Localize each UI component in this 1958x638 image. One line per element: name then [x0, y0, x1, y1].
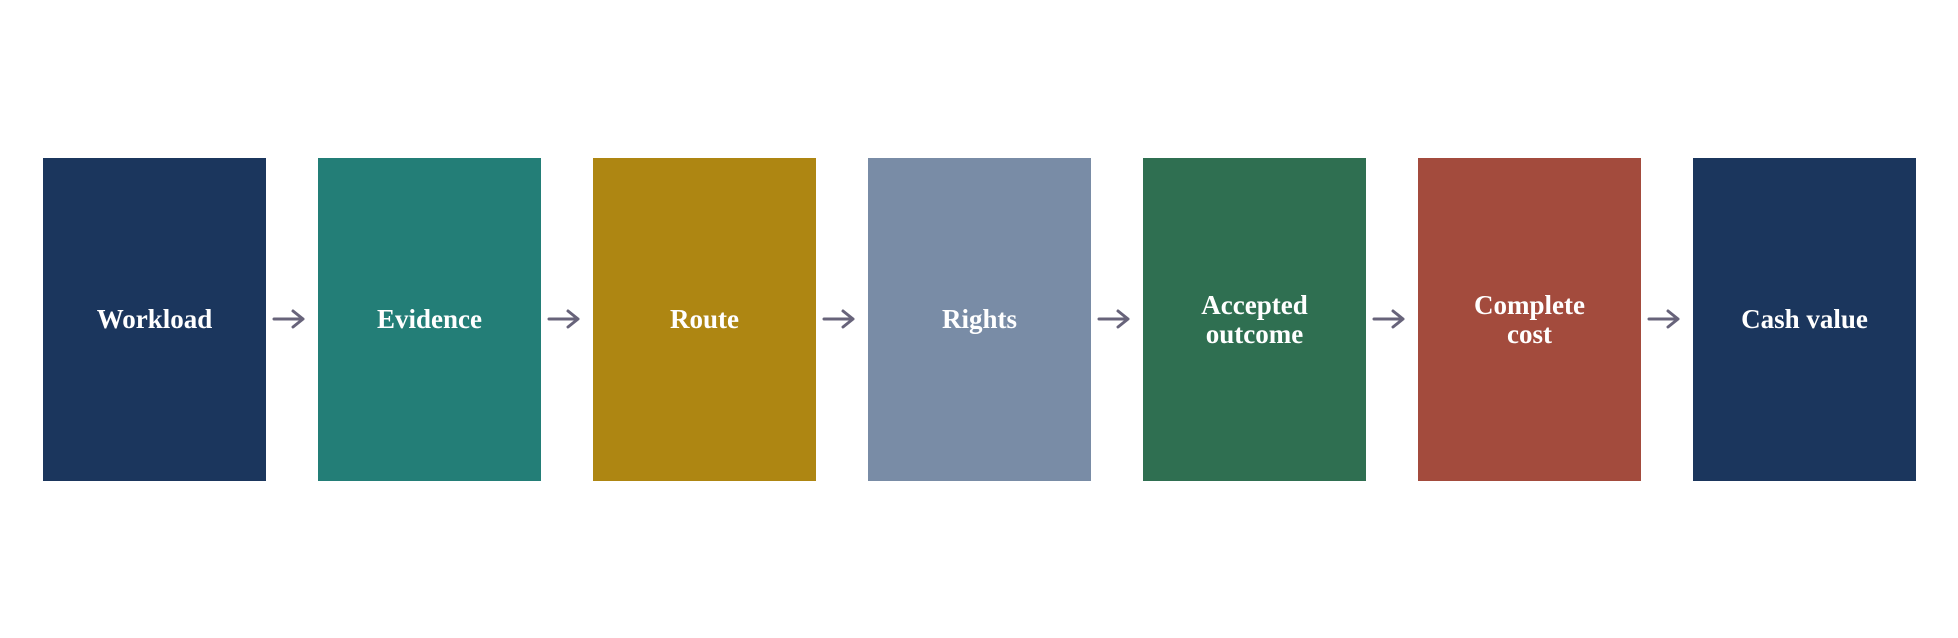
step-workload-box: Workload [43, 158, 266, 481]
right-arrow-icon [272, 306, 306, 332]
right-arrow-icon [1372, 306, 1406, 332]
right-arrow-icon [547, 306, 581, 332]
right-arrow-icon [1097, 306, 1131, 332]
step-label: Evidence [377, 304, 482, 334]
step-label: Complete cost [1474, 289, 1585, 349]
step-label: Accepted outcome [1201, 289, 1308, 349]
step-cash-value-box: Cash value [1693, 158, 1916, 481]
right-arrow-icon [822, 306, 856, 332]
step-label: Rights [941, 304, 1017, 334]
step-accepted-outcome-box: Accepted outcome [1143, 158, 1366, 481]
step-label: Workload [96, 304, 213, 334]
step-rights-box: Rights [868, 158, 1091, 481]
step-label: Route [670, 304, 739, 334]
right-arrow-icon [1647, 306, 1681, 332]
step-route-box: Route [593, 158, 816, 481]
step-complete-cost-box: Complete cost [1418, 158, 1641, 481]
step-evidence-box: Evidence [318, 158, 541, 481]
step-label: Cash value [1741, 304, 1868, 334]
